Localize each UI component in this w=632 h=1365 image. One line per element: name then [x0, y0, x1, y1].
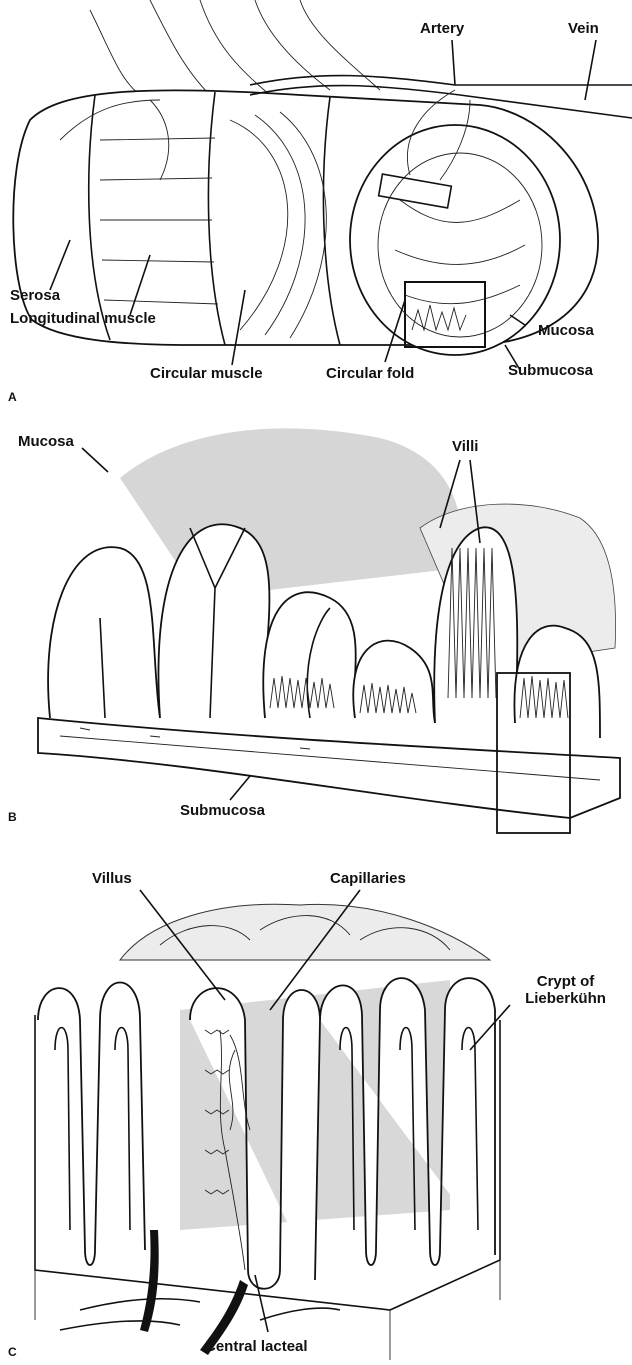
mucosa-label-b: Mucosa	[18, 433, 74, 450]
submucosa-label-b: Submucosa	[180, 802, 265, 819]
panel-c-villus-detail: Villus Capillaries Crypt of Lieberkühn C…	[0, 850, 632, 1365]
villus-illustration	[0, 850, 632, 1365]
serosa-label: Serosa	[10, 287, 60, 304]
longitudinal-muscle-label: Longitudinal muscle	[10, 310, 156, 327]
circular-muscle-label: Circular muscle	[150, 365, 263, 382]
capillaries-label: Capillaries	[330, 870, 406, 887]
mucosa-label: Mucosa	[538, 322, 594, 339]
circular-fold-label: Circular fold	[326, 365, 414, 382]
panel-letter-a: A	[8, 390, 17, 404]
vein-label: Vein	[568, 20, 599, 37]
villi-label: Villi	[452, 438, 478, 455]
panel-letter-c: C	[8, 1345, 17, 1359]
central-lacteal-label: Central lacteal	[205, 1338, 308, 1355]
panel-a-intestine-wall: Artery Vein Serosa Longitudinal muscle C…	[0, 0, 632, 412]
crypt-of-lieberkuhn-label: Crypt of Lieberkühn	[518, 973, 613, 1008]
panel-b-circular-fold: Mucosa Villi Submucosa B	[0, 418, 632, 838]
panel-letter-b: B	[8, 810, 17, 824]
submucosa-label: Submucosa	[508, 362, 593, 379]
circular-fold-illustration	[0, 418, 632, 838]
villus-label: Villus	[92, 870, 132, 887]
artery-label: Artery	[420, 20, 464, 37]
intestine-tube-illustration	[0, 0, 632, 412]
